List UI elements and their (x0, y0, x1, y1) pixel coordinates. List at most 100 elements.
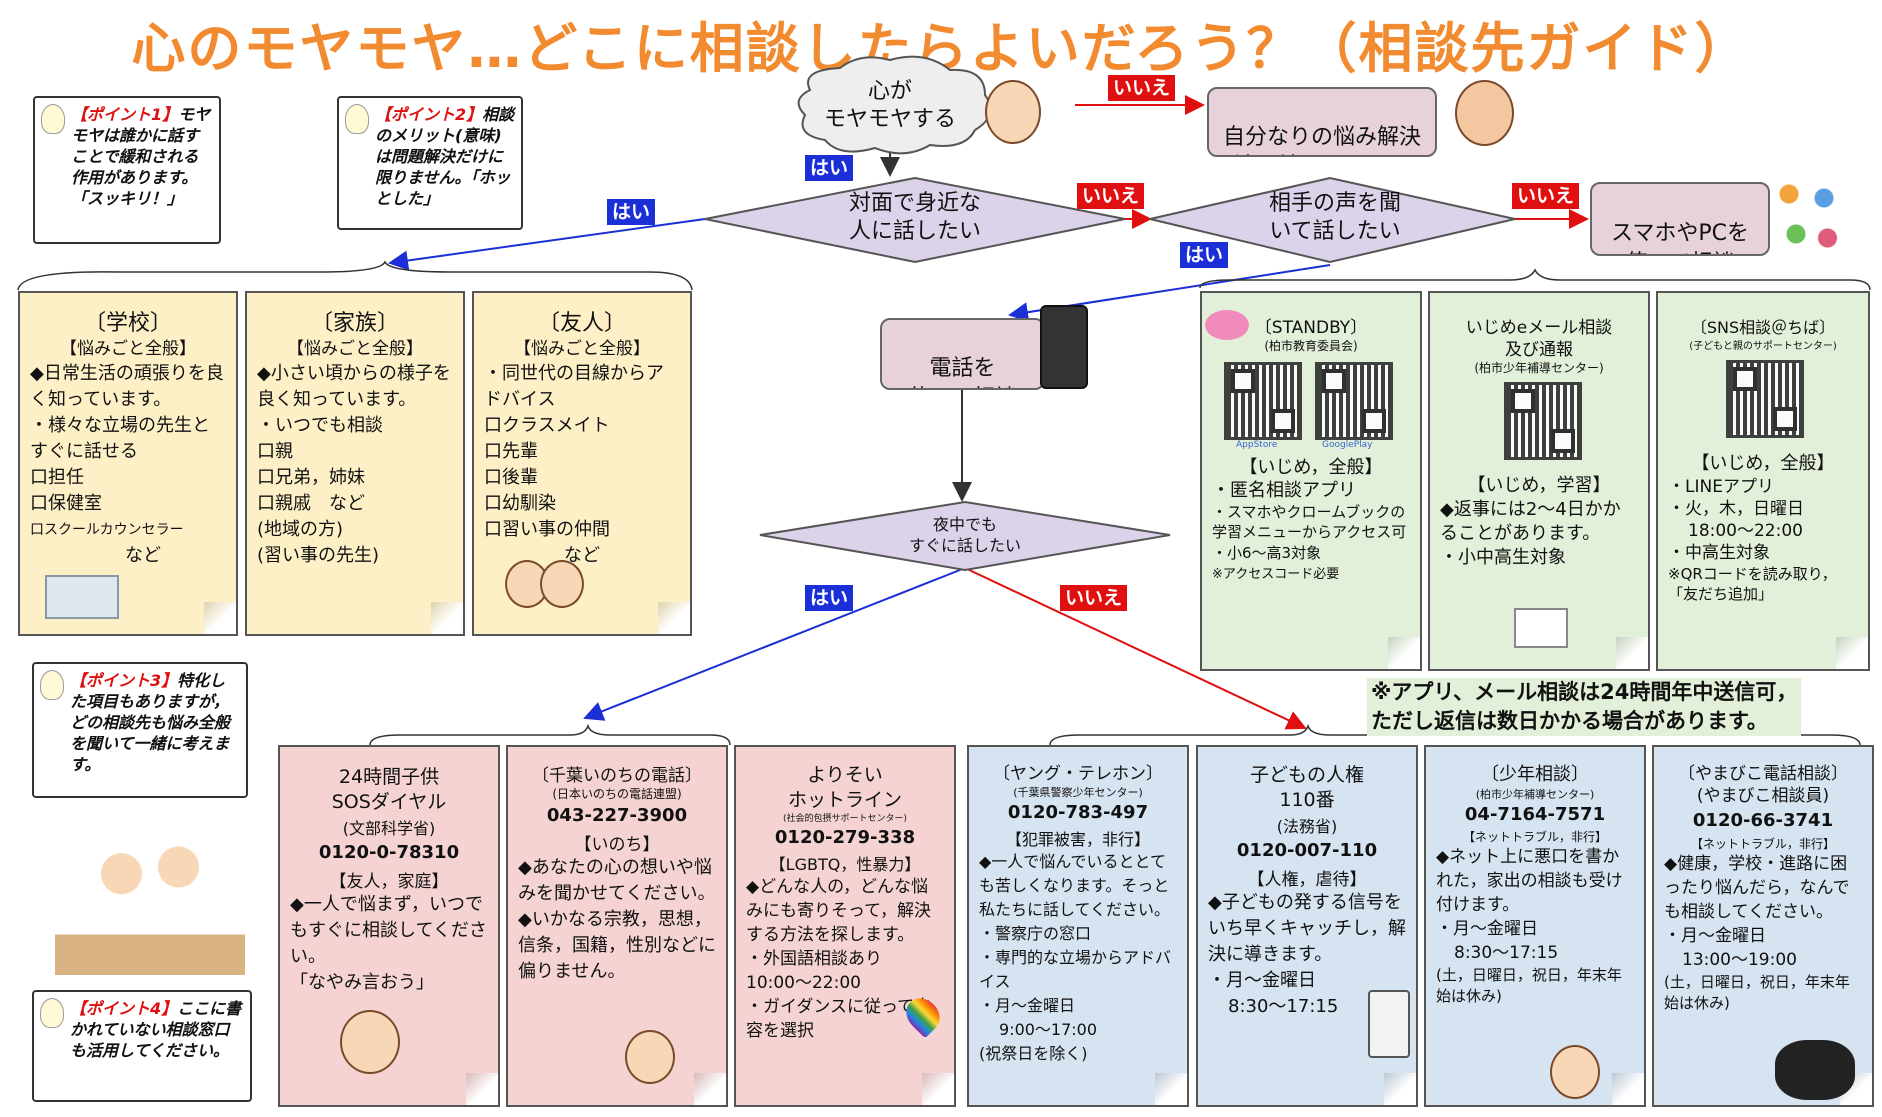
card-org: (社会的包摂サポートセンター) (782, 814, 908, 824)
card-line: ※QRコードを読み取り，「友だち追加」 (1668, 565, 1837, 603)
self-solve-text: 自分なりの悩み解決 法を続けましょう (1222, 125, 1421, 155)
card-title: 〔少年相談〕 (1481, 764, 1589, 785)
card-line: ◆一人で悩まず，いつでもすぐに相談してください。 (290, 894, 487, 967)
meditating-person-icon (1455, 80, 1514, 146)
yes-label-q3: はい (805, 585, 854, 611)
smartphone-icon (1040, 305, 1088, 389)
card-line: ◆健康，学校・進路に困ったり悩んだら，なんでも相談してください。 (1664, 854, 1850, 922)
card-line: ・月～金曜日 (1436, 919, 1538, 939)
card-line: ・小6～高3対象 (1212, 544, 1322, 562)
sns-node-text: スマホやPCを 使って相談 (1611, 221, 1749, 254)
card-title: 24時間子供 SOSダイヤル (331, 766, 447, 813)
card-line: 口習い事の仲間 (484, 519, 610, 540)
card-line: 8:30～17:15 (1454, 943, 1559, 963)
card-org: (柏市教育委員会) (1264, 339, 1358, 353)
card-org: (千葉県警察少年センター) (1013, 786, 1143, 799)
card-line: ・外国語相談あり (746, 949, 882, 969)
card-line: ◆あなたの心の想いや悩みを聞かせてください。 (518, 857, 716, 904)
card-yorisoi: よりそい ホットライン (社会的包摂サポートセンター) 0120-279-338… (734, 745, 956, 1107)
card-title: 〔SNS相談＠ちば〕 (1690, 318, 1836, 337)
card-line: ◆いかなる宗教，思想，信条，国籍，性別などに偏りません。 (518, 909, 716, 982)
card-line: ・いつでも相談 (257, 415, 383, 436)
qr-code-email (1504, 382, 1582, 460)
card-line: ・警察庁の窓口 (979, 924, 1092, 943)
card-line: ・月～金曜日 (1208, 970, 1316, 991)
card-line: ※アクセスコード必要 (1212, 567, 1340, 582)
card-line: ◆どんな人の，どんな悩みにも寄りそって，解決する方法を探します。 (746, 877, 931, 945)
standby-logo-icon (1205, 310, 1249, 340)
point-1-note: 【ポイント1】モヤモヤは誰かに話すことで緩和される作用があります。「スッキリ！」 (33, 96, 221, 244)
point-3-heading: 【ポイント3】 (70, 671, 178, 690)
no-label-q2: いいえ (1512, 183, 1580, 209)
phone-node-text: 電話を 使って相談 (908, 356, 1017, 388)
card-line: ・火，木，日曜日 (1668, 499, 1804, 519)
no-label-q3: いいえ (1060, 585, 1128, 611)
card-line: ◆ネット上に悪口を書かれた，家出の相談も受け付けます。 (1436, 847, 1623, 915)
card-category: 【悩みごと全般】 (60, 339, 196, 359)
point-4-heading: 【ポイント4】 (70, 999, 178, 1018)
point-2-body: 相談のメリット(意味)は問題解決だけに限りません。「ホッとした」 (375, 105, 515, 208)
swing-child-icon (625, 1030, 675, 1084)
point-4-body: ここに書かれていない相談窓口も活用してください。 (70, 999, 242, 1060)
card-title: 〔友人〕 (537, 311, 626, 336)
card-tel: 04-7164-7571 (1464, 804, 1606, 825)
card-line: 口親 (257, 441, 293, 462)
card-line: 口クラスメイト (484, 415, 610, 436)
card-line: ・専門的な立場からアドバイス (979, 948, 1172, 991)
card-title: 〔学校〕 (83, 311, 172, 336)
card-line: 口兄弟，姉妹 (257, 467, 365, 488)
online-note: ※アプリ、メール相談は24時間年中送信可， ただし返信は数日かかる場合があります… (1367, 678, 1802, 736)
card-org: (柏市少年補導センター) (1475, 788, 1595, 801)
friends-illustration-icon (540, 560, 584, 608)
card-org: (日本いのちの電話連盟) (552, 787, 682, 801)
card-category: 【悩みごと全般】 (287, 339, 423, 359)
email-envelope-icon (1514, 608, 1568, 648)
card-child-rights: 子どもの人権 110番 (法務省) 0120-007-110 【人権，虐待】 ◆… (1196, 745, 1418, 1107)
card-line: ・LINEアプリ (1668, 477, 1774, 497)
card-category: 【悩みごと全般】 (514, 339, 650, 359)
point-4-note: 【ポイント4】ここに書かれていない相談窓口も活用してください。 (32, 990, 252, 1102)
card-line: など (564, 545, 600, 566)
card-org: (柏市少年補導センター) (1474, 361, 1604, 375)
chat-phone-icon (1368, 990, 1410, 1058)
school-building-icon (45, 575, 119, 619)
question-2-text: 相手の声を聞 いて話したい (1268, 191, 1401, 244)
point-3-body: 特化した項目もありますが，どの相談先も悩み全般を聞いて一緒に考えます。 (70, 671, 231, 774)
yes-label-start: はい (805, 155, 854, 181)
cheering-girl-icon (340, 1010, 400, 1074)
worried-boy-icon (985, 80, 1041, 144)
card-category: 【いじめ，学習】 (1467, 475, 1611, 496)
card-young-telephone: 〔ヤング・テレホン〕 (千葉県警察少年センター) 0120-783-497 【犯… (967, 745, 1189, 1107)
card-title: いじめeメール相談 及び通報 (1465, 318, 1613, 360)
card-title: 〔ヤング・テレホン〕 (993, 764, 1163, 784)
card-tel: 0120-279-338 (774, 827, 916, 848)
counseling-illustration-icon (55, 840, 245, 975)
app-icons-cluster (1775, 178, 1845, 258)
card-title: 〔家族〕 (310, 311, 399, 336)
card-org: (法務省) (1276, 817, 1338, 836)
point-3-note: 【ポイント3】特化した項目もありますが，どの相談先も悩み全般を聞いて一緒に考えま… (32, 662, 248, 798)
yes-label-q2: はい (1180, 242, 1229, 268)
card-line: 口幼馴染 (484, 493, 556, 514)
card-category: 【ネットトラブル，非行】 (1690, 837, 1835, 851)
card-line: (習い事の先生) (257, 545, 380, 566)
card-title: よりそい ホットライン (787, 764, 902, 811)
card-line: 口保健室 (30, 493, 102, 514)
card-category: 【人権，虐待】 (1247, 870, 1367, 890)
self-solve-node: 自分なりの悩み解決 法を続けましょう (1207, 87, 1437, 157)
card-line: ◆子どもの発する信号をいち早くキャッチし，解決に導きます。 (1208, 892, 1406, 965)
card-line: (土，日曜日，祝日，年末年始は休み) (1664, 973, 1850, 1012)
card-family: 〔家族〕 【悩みごと全般】 ◆小さい頃からの様子を良く知っています。 ・いつでも… (245, 291, 465, 636)
card-line: ・同世代の目線からアドバイス (484, 363, 664, 410)
card-line: 口親戚 など (257, 493, 365, 514)
card-line: (祝祭日を除く) (979, 1044, 1088, 1063)
card-tel: 0120-66-3741 (1692, 810, 1834, 831)
appstore-label: AppStore (1236, 440, 1278, 450)
card-category: 【友人，家庭】 (329, 872, 449, 892)
dark-figures-icon (1775, 1040, 1855, 1100)
card-tel: 0120-0-78310 (318, 842, 460, 863)
sns-node: スマホやPCを 使って相談 (1590, 182, 1770, 256)
lightbulb-icon (345, 104, 369, 134)
no-label-start: いいえ (1108, 75, 1176, 101)
